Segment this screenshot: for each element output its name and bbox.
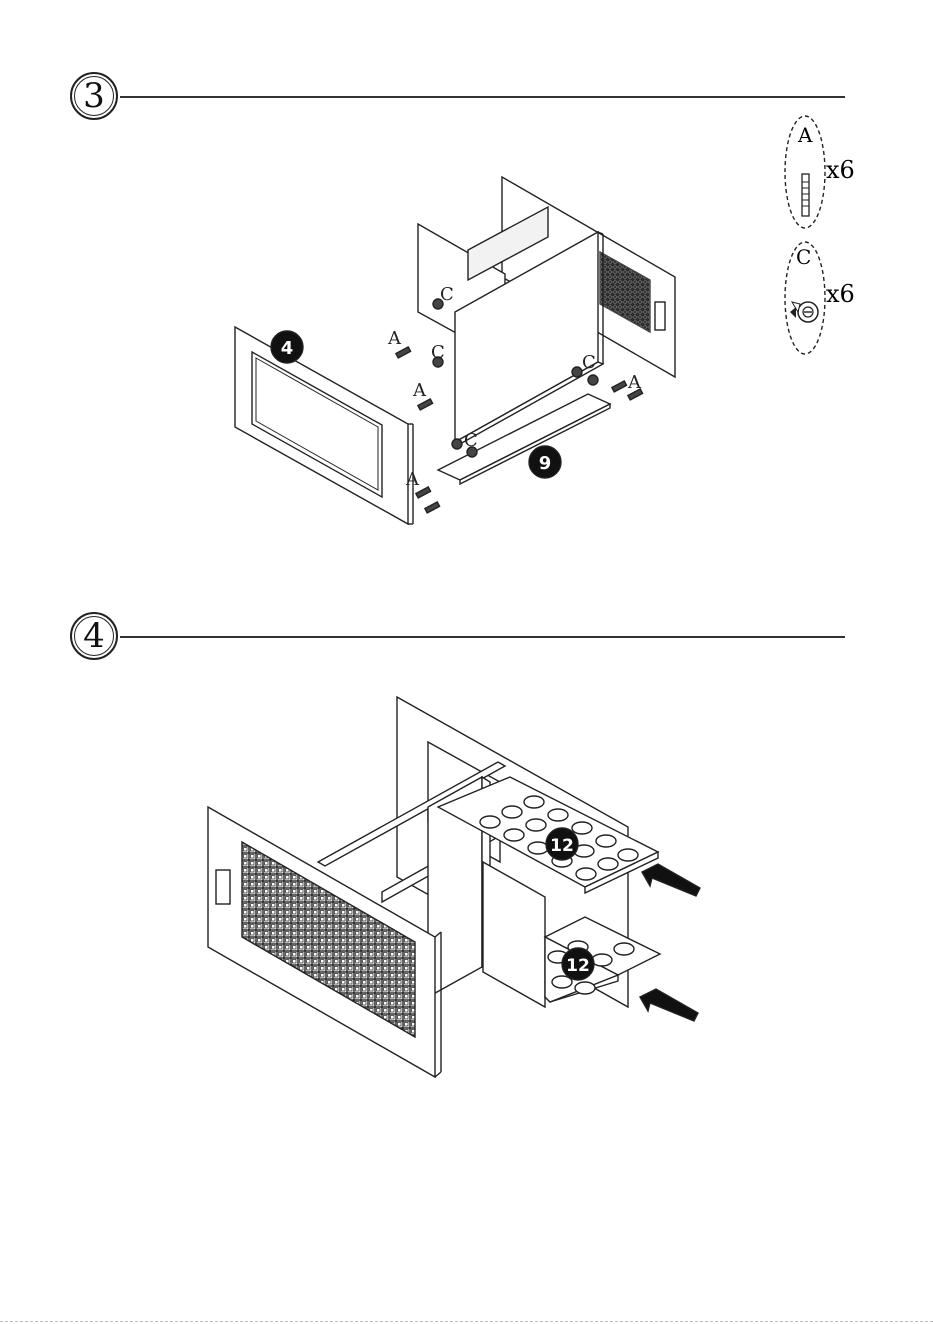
cam-label: C [431, 342, 445, 363]
insert-arrow-icon [640, 989, 698, 1021]
step-3: 3 A x6 C x6 [0, 72, 933, 572]
dowel-label: A [405, 469, 420, 490]
cam-lock-icon [790, 302, 818, 322]
dowel-label: A [627, 372, 642, 393]
step-number: 4 [74, 616, 114, 656]
hardware-legend: A x6 C x6 [770, 112, 880, 362]
cam-label: C [582, 352, 596, 373]
step-3-diagram: A A A A C C C C 4 9 [220, 162, 690, 542]
part-number: 9 [539, 453, 552, 474]
hardware-quantity: x6 [826, 156, 855, 184]
step-divider [120, 96, 845, 98]
step-4: 4 [0, 612, 933, 1132]
hardware-letter: C [796, 245, 811, 269]
page-bottom-edge [0, 1321, 933, 1322]
step-header: 3 [70, 72, 845, 124]
cam-label: C [440, 284, 454, 305]
hardware-letter: A [797, 123, 813, 147]
insert-arrow-icon [642, 864, 700, 896]
step-number-badge: 3 [70, 72, 118, 120]
step-4-diagram: 12 12 [200, 692, 720, 1092]
hardware-item-c: C x6 [785, 242, 855, 354]
part-number: 12 [566, 956, 590, 976]
part-number: 4 [281, 338, 294, 359]
step-number: 3 [74, 76, 114, 116]
part-number: 12 [550, 836, 574, 856]
part-callout-9: 9 [529, 446, 561, 478]
dowel-label: A [387, 328, 402, 349]
step-divider [120, 636, 845, 638]
part-callout-12: 12 [546, 828, 578, 860]
part-callout-12: 12 [562, 948, 594, 980]
dowel-icon [802, 174, 809, 216]
cam-label: C [464, 430, 478, 451]
front-panel [235, 327, 413, 524]
step-header: 4 [70, 612, 845, 664]
part-callout-4: 4 [271, 331, 303, 363]
hardware-quantity: x6 [826, 280, 855, 308]
hardware-item-a: A x6 [785, 116, 855, 228]
step-number-badge: 4 [70, 612, 118, 660]
dowel-label: A [412, 380, 427, 401]
